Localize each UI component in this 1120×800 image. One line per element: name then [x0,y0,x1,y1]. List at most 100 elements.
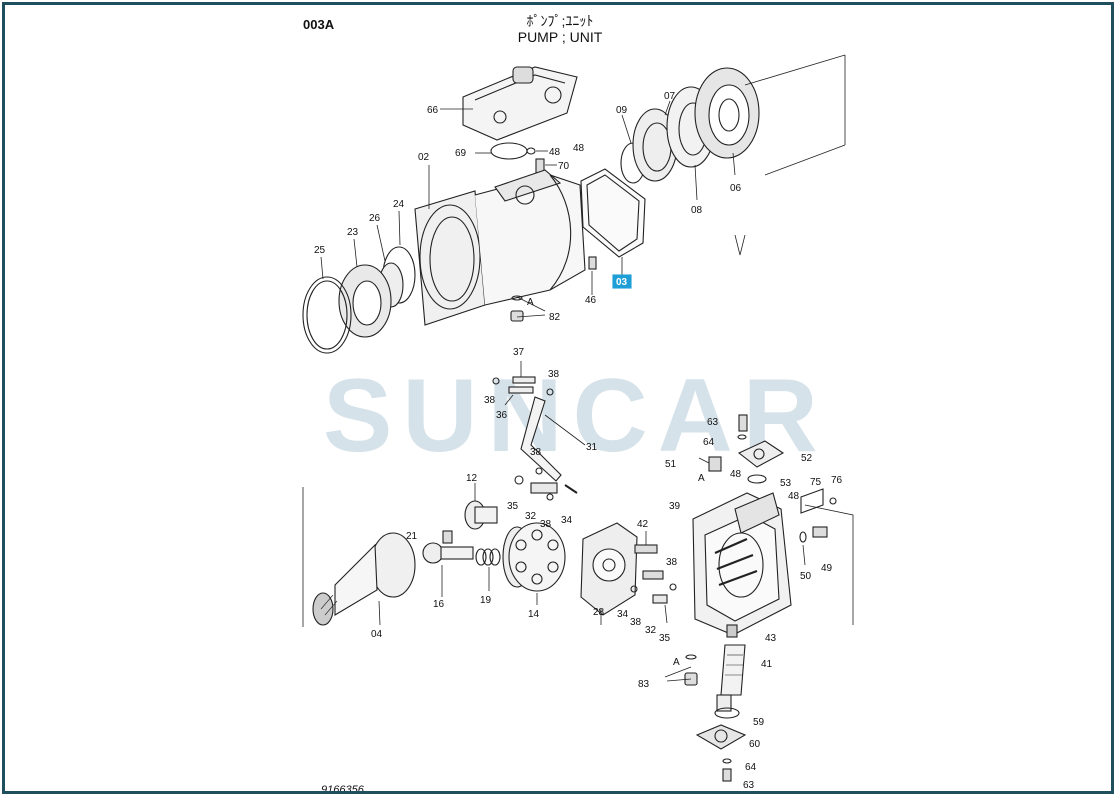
link-32-35 [514,475,578,501]
label-02: 02 [418,152,430,163]
pin-42 [634,531,658,554]
label-03-highlighted: 03 [616,277,628,288]
label-41: 41 [761,659,773,670]
label-19: 19 [480,595,492,606]
label-23: 23 [347,227,359,238]
label-66: 66 [427,105,439,116]
label-24: 24 [393,199,405,210]
label-48-a: 48 [549,147,561,158]
bracket-75-76 [800,488,854,625]
label-38-a: 38 [548,369,560,380]
label-a-middle: A [698,473,705,484]
shaft-04 [302,487,416,627]
link-32-35-lower [630,570,677,624]
piston-12 [464,483,498,530]
label-36: 36 [496,410,508,421]
label-52: 52 [801,453,813,464]
label-75: 75 [810,477,822,488]
label-32-b: 32 [645,625,657,636]
label-a-upper: A [527,297,534,308]
oring-59 [714,707,740,719]
drawing-number: 9166356 [321,784,364,794]
label-25: 25 [314,245,326,256]
label-37: 37 [513,347,525,358]
piston-16 [422,542,474,597]
label-64-a: 64 [703,437,715,448]
label-04: 04 [371,629,383,640]
label-38-e: 38 [666,557,678,568]
label-07: 07 [664,91,676,102]
label-50: 50 [800,571,812,582]
label-59: 59 [753,717,765,728]
cover-39 [692,492,792,636]
plug-83 [664,654,698,686]
label-39: 39 [669,501,681,512]
control-valve-66 [440,66,578,141]
diagram-code: 003A [303,17,335,32]
exploded-view: 66 69 48 70 48 02 09 07 06 08 03 24 26 2… [302,54,854,791]
label-48-c: 48 [730,469,742,480]
label-64-b: 64 [745,762,757,773]
label-53: 53 [780,478,792,489]
pin-37-36 [492,361,554,475]
cylinder-block-14 [502,522,566,605]
label-38-f: 38 [630,617,642,628]
label-34-b: 34 [617,609,629,620]
highlight-box-03 [612,274,632,289]
label-06: 06 [730,183,742,194]
label-70: 70 [558,161,570,172]
label-51: 51 [665,459,677,470]
label-26: 26 [369,213,381,224]
label-60: 60 [749,739,761,750]
label-12: 12 [466,473,478,484]
bearing-06 [694,54,846,256]
label-76: 76 [831,475,843,486]
label-32-a: 32 [525,511,537,522]
label-38-c: 38 [530,447,542,458]
label-46: 46 [585,295,597,306]
watermark: SUNCAR [323,358,828,474]
label-63-a: 63 [707,417,719,428]
title-japanese: ﾎﾟﾝﾌﾟ;ﾕﾆｯﾄ [526,13,594,29]
label-83: 83 [638,679,650,690]
label-42: 42 [637,519,649,530]
bolt-63-64-lower [722,758,732,782]
snap-ring-25 [302,256,352,354]
label-21: 21 [406,531,418,542]
label-48-d: 48 [788,491,800,502]
label-48-b: 48 [573,143,585,154]
label-82: 82 [549,312,561,323]
label-38-b: 38 [484,395,496,406]
label-a-lower: A [673,657,680,668]
label-38-d: 38 [540,519,552,530]
label-14: 14 [528,609,540,620]
cap-51-52 [698,440,785,484]
casing-02 [414,165,586,326]
label-31: 31 [586,442,598,453]
valve-plate-28 [580,522,638,625]
label-43: 43 [765,633,777,644]
plug-49-50 [799,526,828,566]
label-09: 09 [616,105,628,116]
label-69: 69 [455,148,467,159]
label-16: 16 [433,599,445,610]
label-35-a: 35 [507,501,519,512]
label-35-b: 35 [659,633,671,644]
pin-21 [442,530,453,544]
plug-82 [510,295,546,322]
label-34-a: 34 [561,515,573,526]
label-63-b: 63 [743,780,755,791]
pin-46 [588,256,597,295]
label-28: 28 [593,607,605,618]
lever-31 [520,396,586,482]
gasket-03 [580,168,646,275]
label-08: 08 [691,205,703,216]
bolt-63-64-upper [737,414,748,440]
label-49: 49 [821,563,833,574]
oring-69 [475,142,528,160]
cover-60 [695,724,747,750]
shaft-41-43 [716,624,746,712]
spring-19 [475,548,501,591]
title-english: PUMP ; UNIT [517,29,603,45]
